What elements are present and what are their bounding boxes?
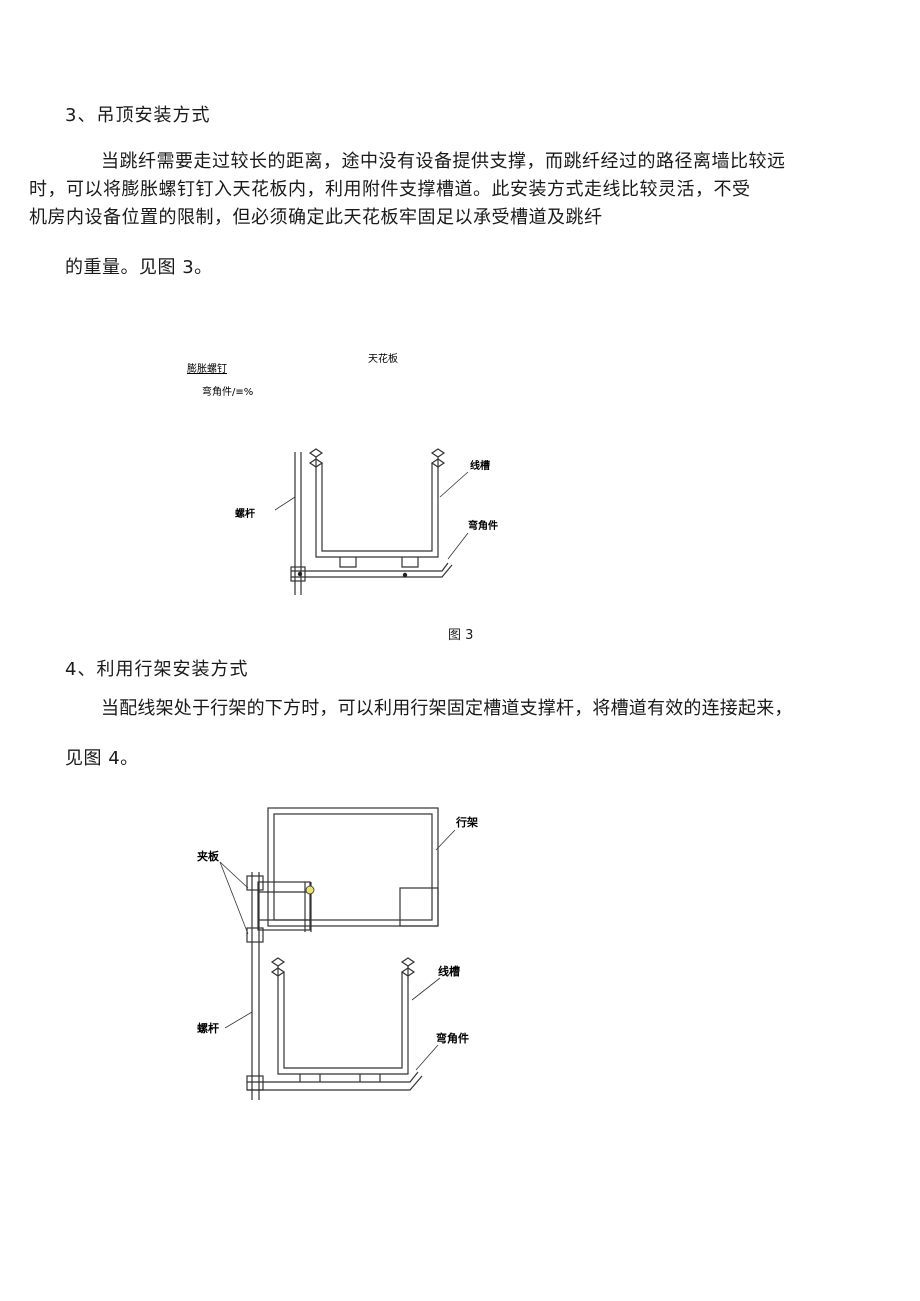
- section4-heading: 4、利用行架安装方式: [65, 659, 249, 680]
- label-screw-rod: 螺杆: [197, 1021, 219, 1035]
- label-trough: 线槽: [470, 459, 490, 472]
- trough: [315, 457, 439, 558]
- label-expansion-screw: 膨胀螺钉: [187, 362, 227, 375]
- clamp-plate: [257, 881, 311, 931]
- figure3-diagram: 天花板 膨胀螺钉 弯角件/≡% 螺杆 线槽 弯角件: [187, 352, 498, 595]
- section3-paragraph-tail: 的重量。见图 3。: [65, 257, 213, 278]
- section4-paragraph-line1: 当配线架处于行架的下方时，可以利用行架固定槽道支撑杆，将槽道有效的连接起来，: [101, 698, 793, 719]
- bracket-plate: [247, 1071, 419, 1083]
- trough: [277, 966, 409, 1075]
- paragraph-line: 机房内设备位置的限制，但必须确定此天花板牢固足以承受槽道及跳纤: [29, 207, 603, 228]
- label-trough: 线槽: [438, 964, 460, 978]
- paragraph-line: 时，可以将膨胀螺钉钉入天花板内，利用附件支撑槽道。此安装方式走线比较灵活，不受: [29, 179, 751, 200]
- label-bracket-small: 弯角件/≡%: [202, 385, 253, 398]
- section3-paragraph: 当跳纤需要走过较长的距离，途中没有设备提供支撑，而跳纤经过的路径离墙比较远 时，…: [29, 148, 865, 232]
- bracket-plate: [291, 562, 449, 572]
- label-rack: 行架: [455, 815, 478, 829]
- label-screw-rod: 螺杆: [235, 507, 255, 520]
- figure4-diagram: 夹板 行架 线槽 弯角件 螺杆: [197, 807, 478, 1100]
- nut: [290, 566, 306, 582]
- section3-heading: 3、吊顶安装方式: [65, 105, 211, 126]
- section4-paragraph-line2: 见图 4。: [65, 748, 139, 769]
- paragraph-line: 当跳纤需要走过较长的距离，途中没有设备提供支撑，而跳纤经过的路径离墙比较远: [101, 151, 786, 172]
- label-ceiling: 天花板: [368, 352, 398, 365]
- label-clamp-plate: 夹板: [197, 849, 220, 863]
- label-bracket: 弯角件: [468, 519, 498, 532]
- rack-frame: [267, 807, 439, 927]
- figure3-caption: 图 3: [448, 628, 474, 643]
- label-bracket: 弯角件: [436, 1031, 469, 1045]
